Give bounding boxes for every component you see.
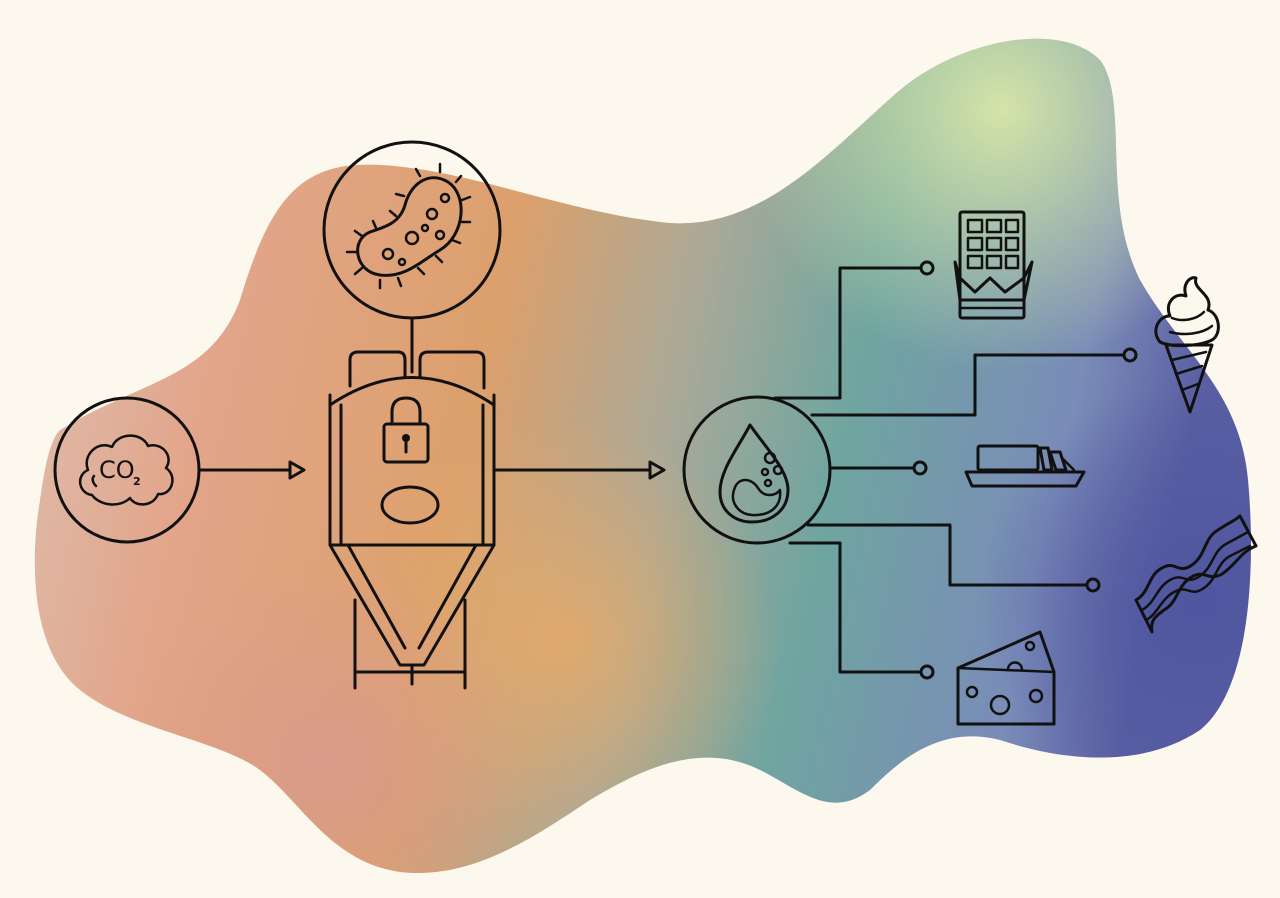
co2-node: CO 2 [53,396,201,544]
cheese-icon [956,630,1056,726]
butter-icon [964,444,1086,488]
arrow-co2-to-tank [198,460,306,480]
bacteria-node [322,140,502,374]
cloud-icon [79,434,174,506]
co2-subscript: 2 [133,475,141,488]
co2-label: CO [99,456,135,484]
output-connectors [773,260,1138,680]
droplet-icon [718,423,790,524]
bacon-icon [1134,514,1258,634]
sight-glass [380,485,440,525]
arrow-tank-to-product [492,460,666,480]
chocolate-icon [953,210,1034,320]
bacteria-icon [345,162,472,290]
lock-icon [382,396,430,464]
ice-cream-icon [1154,276,1220,414]
fat-droplet-node [682,395,832,545]
